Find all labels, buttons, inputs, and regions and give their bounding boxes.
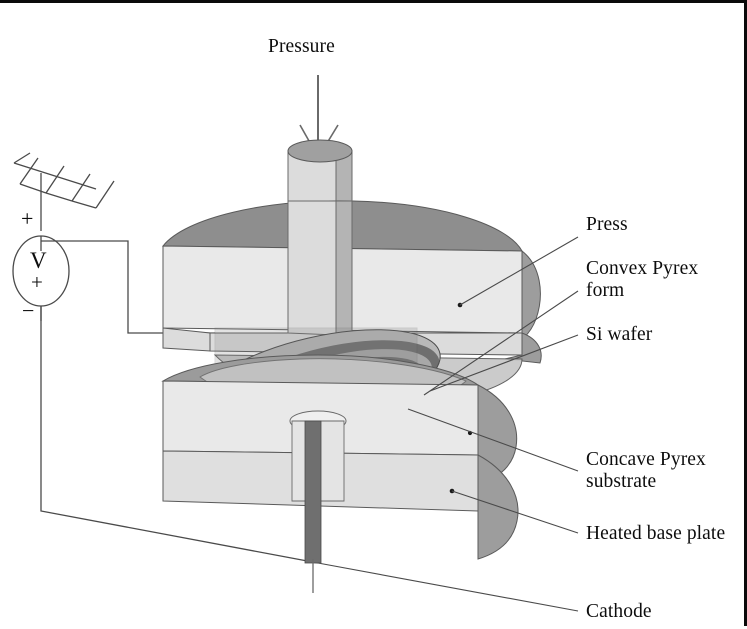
concave-pyrex-substrate-label: Concave Pyrex substrate [586, 449, 706, 492]
press-label: Press [586, 214, 628, 235]
leader-concave-substrate [407, 408, 579, 472]
leader-cathode [317, 562, 579, 612]
wire-negative-to-cathode [40, 306, 319, 564]
si-wafer-label: Si wafer [586, 324, 653, 345]
leader-lines [317, 236, 579, 612]
leader-convex-form [423, 290, 579, 396]
leader-si-wafer [429, 334, 579, 392]
leader-heated-base-plate [451, 490, 579, 534]
positive-terminal-label: + [21, 206, 34, 231]
heated-base-plate-label: Heated base plate [586, 523, 726, 544]
ground-support-icon [13, 152, 115, 209]
voltage-source-label: V [30, 248, 47, 273]
source-inner-polarity-label: + [31, 270, 43, 294]
convex-pyrex-form-label: Convex Pyrex form [586, 258, 699, 301]
pressure-label: Pressure [268, 36, 335, 57]
cathode-label: Cathode [586, 601, 652, 622]
leader-press [459, 236, 579, 306]
negative-terminal-label: − [22, 298, 35, 323]
press-assembly-diagram [12, 75, 579, 612]
cathode-rod [289, 410, 347, 593]
